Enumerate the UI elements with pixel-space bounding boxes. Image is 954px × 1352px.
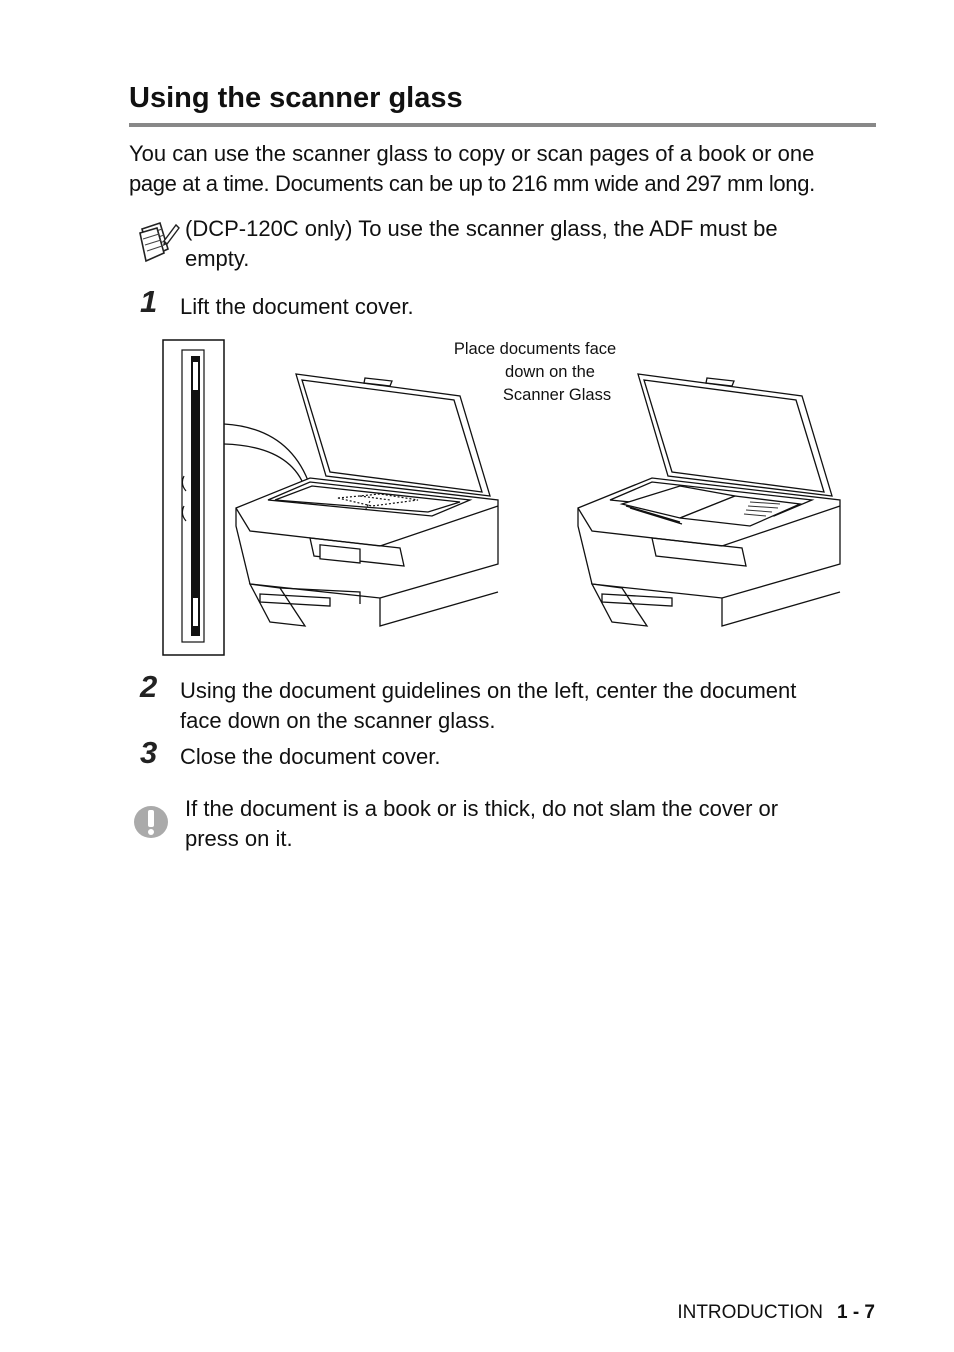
caution-line: press on it. (185, 826, 293, 851)
intro-paragraph: You can use the scanner glass to copy or… (129, 139, 815, 199)
step-text: Close the document cover. (180, 744, 441, 769)
caption-line: Scanner Glass (502, 386, 612, 404)
step-line: face down on the scanner glass. (180, 708, 496, 733)
scanner-figure (160, 336, 860, 662)
note-text: (DCP-120C only) To use the scanner glass… (185, 214, 778, 274)
caption-line: Place documents face (453, 340, 617, 358)
caution-exclamation-icon (132, 804, 170, 845)
caution-line: If the document is a book or is thick, d… (185, 796, 779, 821)
step-number: 1 (140, 284, 158, 319)
step-line: Using the document guidelines on the lef… (180, 678, 797, 703)
step-number: 2 (140, 669, 158, 704)
heading-rule (129, 123, 876, 127)
step-number: 3 (140, 735, 158, 770)
page-footer: INTRODUCTION 1 - 7 (677, 1302, 875, 1324)
caption-line: down on the (505, 363, 595, 381)
step-text: Lift the document cover. (180, 294, 414, 319)
intro-line: page at a time. Documents can be up to 2… (129, 171, 815, 196)
intro-line: You can use the scanner glass to copy or… (129, 141, 815, 166)
scanner-illustration (162, 339, 841, 656)
figure-caption: Place documents face down on the Scanner… (440, 338, 630, 407)
caution-text: If the document is a book or is thick, d… (185, 794, 778, 854)
note-line: (DCP-120C only) To use the scanner glass… (185, 216, 778, 241)
page-title: Using the scanner glass (129, 82, 463, 114)
footer-section: INTRODUCTION (677, 1302, 823, 1323)
page-number: 1 - 7 (836, 1302, 875, 1323)
note-pencil-icon (138, 219, 180, 270)
note-line: empty. (185, 246, 250, 271)
step-text: Using the document guidelines on the lef… (180, 676, 796, 736)
scanner-open-left (235, 373, 499, 627)
scanner-closed-right (577, 373, 841, 627)
